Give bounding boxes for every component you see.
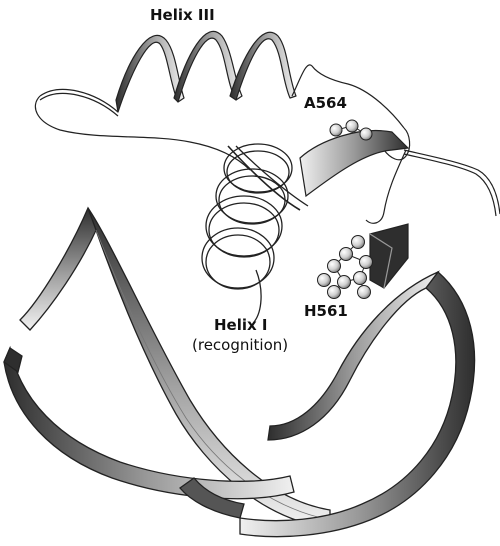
helix-iii-left-coil: [40, 89, 118, 112]
helix-iii-ribbon: [40, 31, 404, 128]
helix-iii-turn-3: [230, 32, 296, 100]
residue-h561-atoms: [318, 236, 373, 299]
helix-iii-label: Helix III: [150, 6, 215, 24]
right-tail-coil: [404, 150, 500, 214]
helix-iii-turn-1: [116, 35, 184, 112]
a564-label: A564: [304, 94, 347, 112]
helix-i-ribbon: [202, 144, 308, 322]
beta-wedge-h561: [370, 224, 408, 288]
large-ribbon-bottom: [4, 348, 294, 518]
beta-strand-top: [300, 131, 408, 224]
h561-label: H561: [304, 302, 348, 320]
connecting-loop: [35, 96, 500, 216]
helix-i-sublabel: (recognition): [192, 336, 288, 354]
helix-i-label: Helix I: [214, 316, 268, 334]
